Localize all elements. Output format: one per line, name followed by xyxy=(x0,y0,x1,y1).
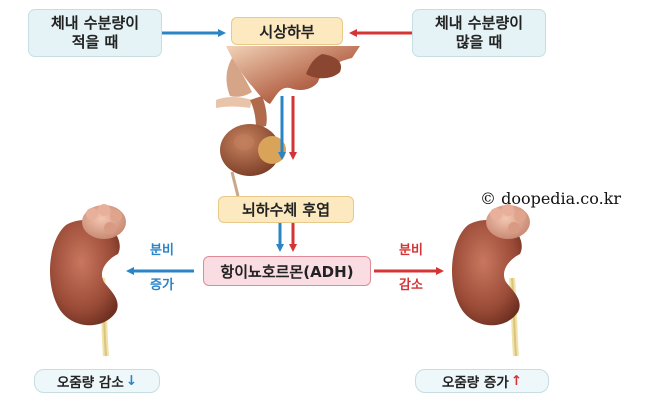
low-water-line2: 적을 때 xyxy=(71,33,119,51)
secretion-decrease-line2: 감소 xyxy=(399,278,423,293)
secretion-decrease-label: 분비 감소 xyxy=(393,242,429,294)
pituitary-gland-drawing xyxy=(220,96,286,197)
urine-decrease-box: 오줌량 감소 ↓ xyxy=(34,369,160,393)
low-water-condition-box: 체내 수분량이 적을 때 xyxy=(28,9,162,57)
posterior-pituitary-label: 뇌하수체 후엽 xyxy=(218,196,354,223)
down-arrow-icon: ↓ xyxy=(125,373,138,389)
urine-increase-box: 오줌량 증가 ↑ xyxy=(415,369,549,393)
secretion-increase-line2: 증가 xyxy=(150,278,174,293)
copyright-credit: © doopedia.co.kr xyxy=(480,189,622,208)
low-water-line1: 체내 수분량이 xyxy=(50,14,140,32)
left-kidney-drawing xyxy=(49,204,126,357)
high-water-line1: 체내 수분량이 xyxy=(434,14,524,32)
secretion-increase-line1: 분비 xyxy=(150,243,174,258)
up-arrow-icon: ↑ xyxy=(510,373,523,389)
hypothalamus-drawing xyxy=(216,46,360,108)
hypothalamus-label: 시상하부 xyxy=(231,17,343,45)
adh-hormone-box: 항이뇨호르몬(ADH) xyxy=(203,256,371,286)
secretion-increase-label: 분비 증가 xyxy=(144,242,180,294)
secretion-decrease-line1: 분비 xyxy=(399,243,423,258)
urine-increase-text: 오줌량 증가 xyxy=(441,375,509,391)
urine-decrease-text: 오줌량 감소 xyxy=(56,375,124,391)
high-water-line2: 많을 때 xyxy=(455,33,503,51)
high-water-condition-box: 체내 수분량이 많을 때 xyxy=(412,9,546,57)
right-kidney-drawing xyxy=(451,204,530,357)
